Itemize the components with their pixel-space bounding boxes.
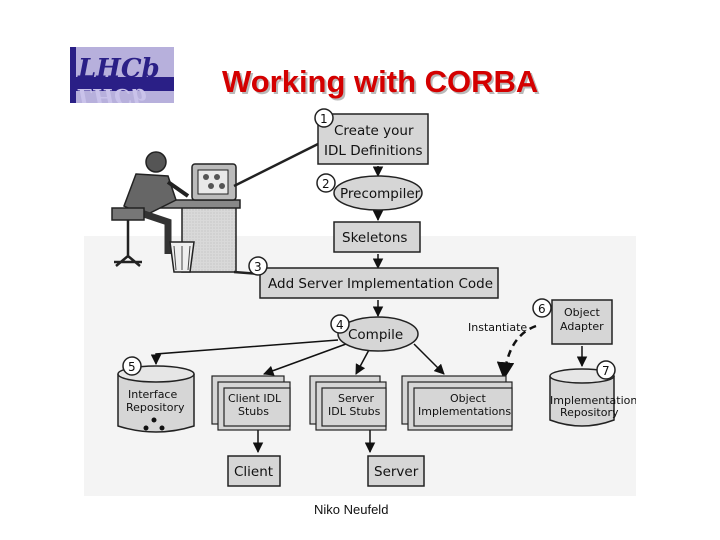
flow-arrow — [413, 343, 445, 375]
step-create-idl: Create your IDL Definitions — [317, 113, 429, 165]
step-number-badge: 2 — [316, 173, 336, 193]
step-number-badge: 5 — [122, 356, 142, 376]
svg-text:2: 2 — [322, 177, 330, 191]
svg-text:Create your: Create your — [334, 123, 414, 139]
svg-text:Object: Object — [564, 306, 601, 319]
svg-text:Implementation: Implementation — [550, 394, 636, 407]
svg-text:4: 4 — [336, 318, 344, 332]
object-implementations: Object Implementations — [401, 375, 513, 431]
instantiate-arrow — [496, 324, 537, 380]
footer-author: Niko Neufeld — [314, 502, 389, 517]
svg-text:Repository: Repository — [560, 406, 619, 419]
step-object-adapter: Object Adapter — [551, 299, 613, 345]
step-add-server-code: Add Server Implementation Code — [259, 267, 499, 299]
step-compile: Compile — [337, 316, 419, 352]
client-output-box: Client — [227, 455, 281, 487]
flow-arrow — [150, 339, 339, 366]
instantiate-label: Instantiate — [468, 321, 527, 334]
step-number-badge: 7 — [596, 360, 616, 380]
svg-text:Compile: Compile — [348, 327, 403, 343]
svg-text:7: 7 — [602, 364, 610, 378]
step-number-badge: 4 — [330, 314, 350, 334]
step-number-badge: 6 — [532, 298, 552, 318]
server-output-box: Server — [367, 455, 425, 487]
svg-text:Interface: Interface — [128, 388, 177, 401]
svg-text:Implementations: Implementations — [418, 405, 511, 418]
lhcb-logo-text: LHCb — [77, 54, 160, 84]
svg-text:IDL Stubs: IDL Stubs — [328, 405, 381, 418]
lhcb-logo-reflection: LHCb — [77, 83, 147, 103]
step-skeletons: Skeletons — [333, 221, 421, 253]
svg-text:6: 6 — [538, 302, 546, 316]
svg-text:IDL Definitions: IDL Definitions — [324, 143, 423, 159]
step-number-badge: 3 — [248, 256, 268, 276]
step-precompiler: Precompiler — [333, 175, 423, 211]
flow-arrow — [263, 343, 347, 376]
svg-text:Precompiler: Precompiler — [340, 186, 421, 202]
svg-text:5: 5 — [128, 360, 136, 374]
server-idl-stubs: Server IDL Stubs — [309, 375, 387, 431]
svg-text:Stubs: Stubs — [238, 405, 269, 418]
svg-text:Client: Client — [234, 464, 273, 480]
svg-text:Adapter: Adapter — [560, 320, 604, 333]
interface-repository-cylinder: Interface Repository — [117, 365, 195, 433]
svg-text:Client IDL: Client IDL — [228, 392, 282, 405]
slide-title: Working with CORBA — [222, 64, 539, 99]
svg-text:3: 3 — [254, 260, 262, 274]
svg-text:Add Server Implementation Code: Add Server Implementation Code — [268, 276, 493, 292]
client-idl-stubs: Client IDL Stubs — [211, 375, 291, 431]
svg-text:Server: Server — [374, 464, 419, 480]
flow-arrow — [355, 347, 371, 375]
svg-text:Skeletons: Skeletons — [342, 230, 407, 246]
svg-text:Object: Object — [450, 392, 487, 405]
svg-text:1: 1 — [320, 112, 328, 126]
connector-line — [233, 142, 319, 188]
svg-text:Repository: Repository — [126, 401, 185, 414]
programmer-illustration — [111, 151, 241, 273]
step-number-badge: 1 — [314, 108, 334, 128]
corba-workflow-diagram: Create your IDL Definitions Precompiler … — [84, 108, 636, 496]
svg-text:Server: Server — [338, 392, 375, 405]
lhcb-logo: LHCb LHCb — [70, 47, 174, 103]
